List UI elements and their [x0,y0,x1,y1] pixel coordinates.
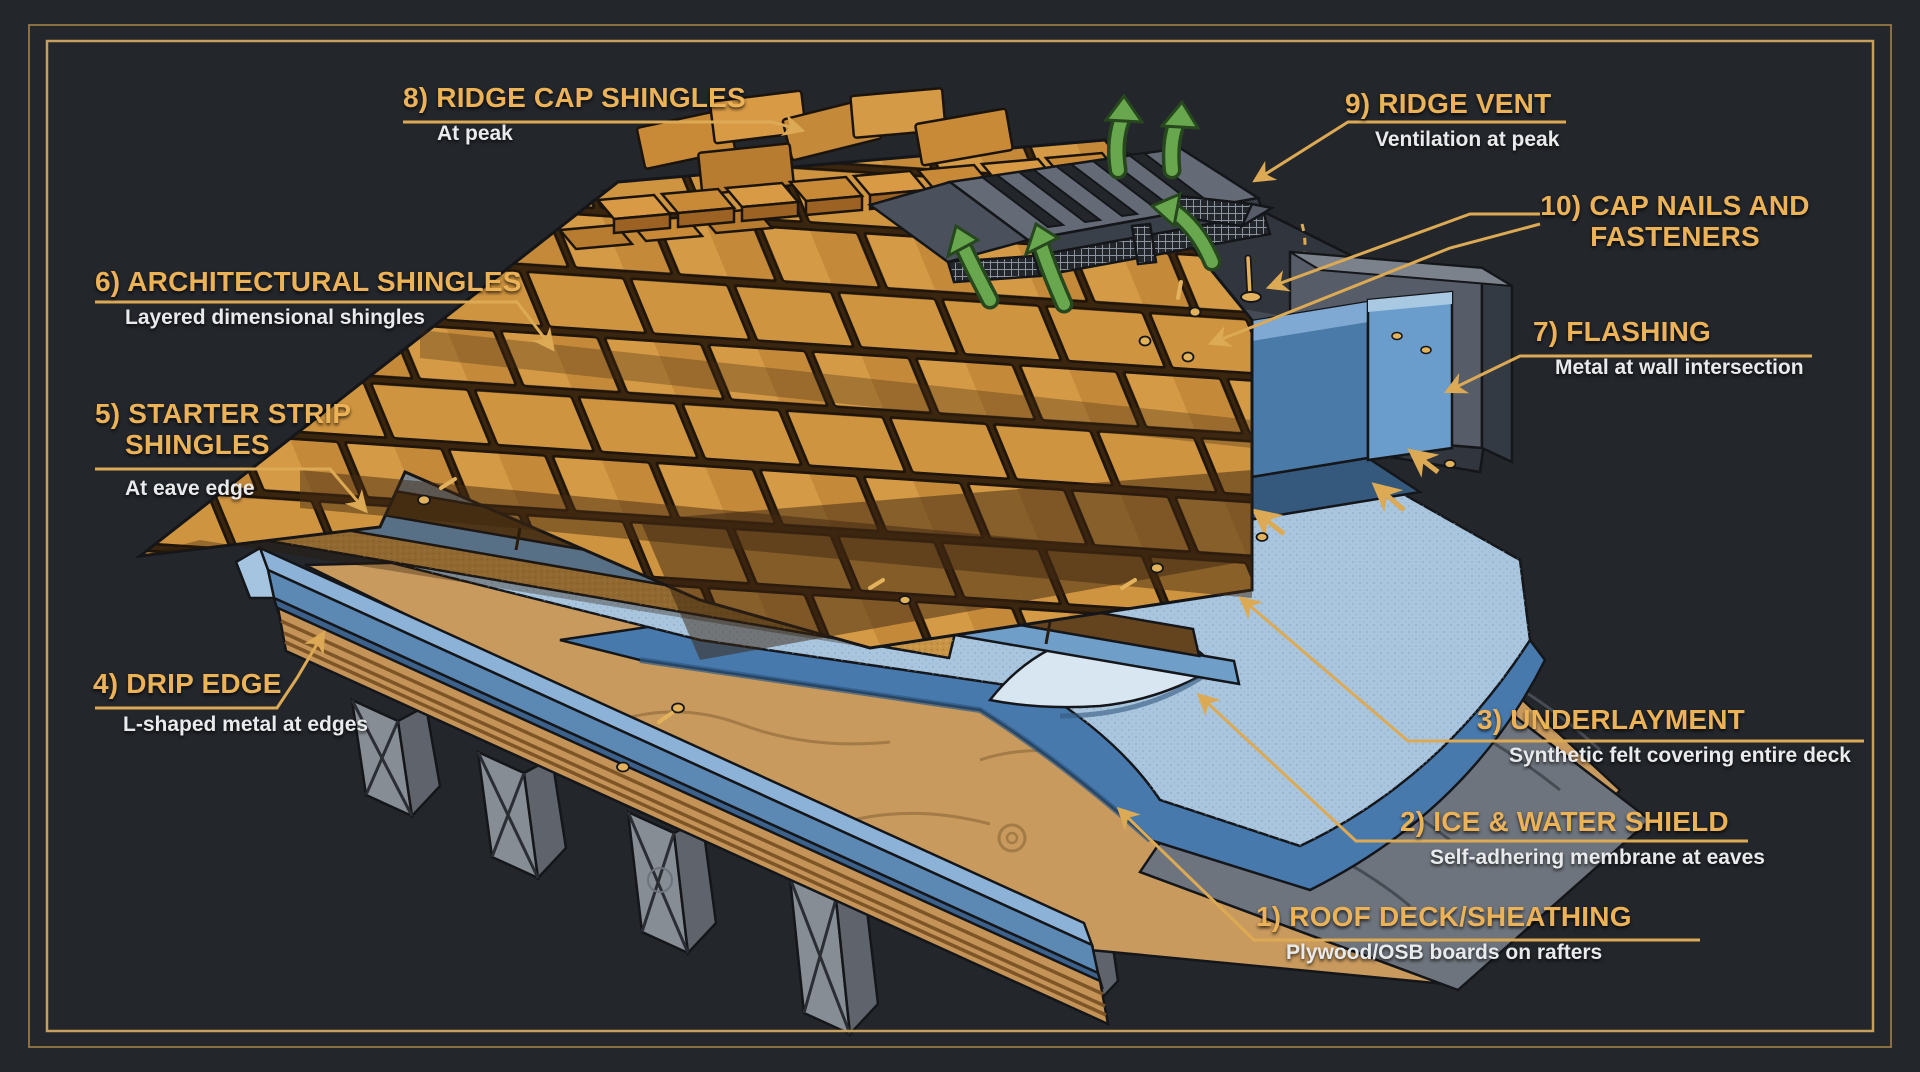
nail-heads [417,306,1457,773]
standing-nail [1240,254,1262,303]
callout-title: 3) UNDERLAYMENT [1477,704,1745,735]
callout-title: 9) RIDGE VENT [1345,88,1552,119]
callout-architectural-shingles: 6) ARCHITECTURAL SHINGLES Layered dimens… [95,266,522,330]
callout-title: 6) ARCHITECTURAL SHINGLES [95,266,522,297]
rafter-beam [788,875,880,1037]
cap-nails-and-fasteners [417,254,1457,773]
leader-ridge-vent [1252,120,1566,183]
leader-roof-deck [1116,806,1700,942]
deck-laminated-edge [276,605,1110,1027]
ridge-vent [867,146,1276,284]
nail-head [1420,345,1432,355]
callout-title-line2: FASTENERS [1590,221,1760,253]
leader-architectural-shingles [95,300,555,352]
install-arrows [1251,448,1440,538]
callout-ice-water-shield: 2) ICE & WATER SHIELD Self-adhering memb… [1400,806,1765,870]
callout-title-line2: SHINGLES [125,429,270,461]
callout-subtitle: Layered dimensional shingles [125,306,425,330]
callout-subtitle: At peak [437,122,513,146]
callout-subtitle: At eave edge [125,476,255,500]
callout-title: 1) ROOF DECK/SHEATHING [1256,901,1632,932]
ridge-cap-shingles [557,87,1121,251]
callout-subtitle: L-shaped metal at edges [123,713,369,737]
rafter-beam [626,809,718,956]
callout-roof-deck: 1) ROOF DECK/SHEATHING Plywood/OSB board… [1256,901,1632,965]
rafters [350,697,1120,1037]
leader-cap-nails-b [1207,222,1541,347]
leader-ice-water-shield [1196,692,1748,843]
airflow-arrows [945,93,1222,314]
decorative-frame [28,24,1892,1048]
rafter-beam [476,749,568,881]
callout-title: 7) FLASHING [1533,316,1711,347]
callout-starter-strip: 5) STARTER STRIP SHINGLES At eave edge [95,398,351,500]
loose-fasteners [439,280,1183,724]
leader-drip-edge [95,630,326,710]
leader-underlayment [1238,596,1864,743]
leader-ridge-cap-shingles [403,114,806,137]
callout-title: 4) DRIP EDGE [93,668,282,699]
callout-subtitle: Metal at wall intersection [1555,356,1804,380]
callout-subtitle: Ventilation at peak [1375,128,1560,152]
callout-ridge-vent: 9) RIDGE VENT Ventilation at peak [1345,88,1559,152]
callout-title-line1: 10) CAP NAILS AND [1540,190,1810,221]
nail-head [1391,331,1403,341]
callout-drip-edge: 4) DRIP EDGE L-shaped metal at edges [93,668,368,737]
callout-subtitle: Plywood/OSB boards on rafters [1286,941,1603,965]
callout-underlayment: 3) UNDERLAYMENT Synthetic felt covering … [1477,704,1851,768]
leader-flashing [1443,354,1812,394]
callout-subtitle: Synthetic felt covering entire deck [1509,744,1851,768]
callout-title: 2) ICE & WATER SHIELD [1400,806,1729,837]
callout-flashing: 7) FLASHING Metal at wall intersection [1533,316,1804,380]
callout-title: 8) RIDGE CAP SHINGLES [403,82,746,113]
callout-title-line1: 5) STARTER STRIP [95,398,352,429]
callout-cap-nails: 10) CAP NAILS AND FASTENERS [1540,190,1810,253]
leader-lines [95,114,1864,942]
leader-cap-nails-a [1265,212,1540,292]
callout-subtitle: Self-adhering membrane at eaves [1430,846,1765,870]
leader-starter-strip [95,467,368,514]
callout-ridge-cap-shingles: 8) RIDGE CAP SHINGLES At peak [403,82,746,146]
